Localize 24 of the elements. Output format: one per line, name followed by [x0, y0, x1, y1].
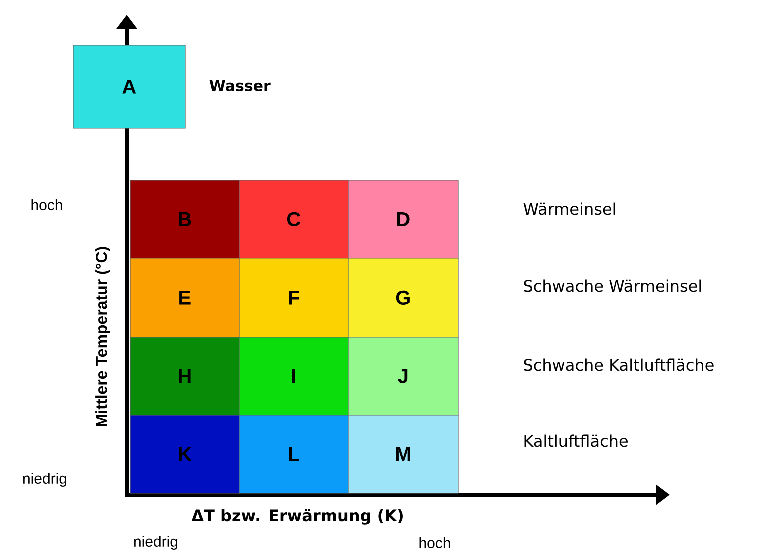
grid-cell: L [239, 415, 349, 494]
axis-tick-label: hoch [32, 200, 62, 210]
category-label: Schwache Kaltluftfläche [524, 358, 714, 372]
grid-cell: F [239, 258, 349, 338]
category-label: Wärmeinsel [524, 202, 616, 216]
category-label: Kaltluftfläche [524, 434, 628, 448]
grid-cell: J [348, 337, 459, 416]
grid-cell: B [130, 180, 240, 259]
grid-cell: M [348, 415, 459, 494]
grid-cell: D [348, 180, 459, 259]
grid-cell: C [239, 180, 349, 259]
axis-tick-label: niedrig [23, 473, 67, 487]
water-label: Wasser [210, 80, 271, 92]
grid-cell: E [130, 258, 240, 338]
grid-cell: I [239, 337, 349, 416]
axis-title: Mittlere Temperatur (°C) [96, 247, 110, 427]
axis-title: ΔT bzw. Erwärmung (K) [192, 509, 403, 525]
grid-cell: H [130, 337, 240, 416]
grid-cell: G [348, 258, 459, 338]
axis-tick-label: hoch [420, 537, 450, 548]
water-box: A [73, 45, 186, 129]
grid-cell: K [130, 415, 240, 494]
axis-tick-label: niedrig [134, 536, 178, 550]
category-label: Schwache Wärmeinsel [524, 280, 702, 292]
